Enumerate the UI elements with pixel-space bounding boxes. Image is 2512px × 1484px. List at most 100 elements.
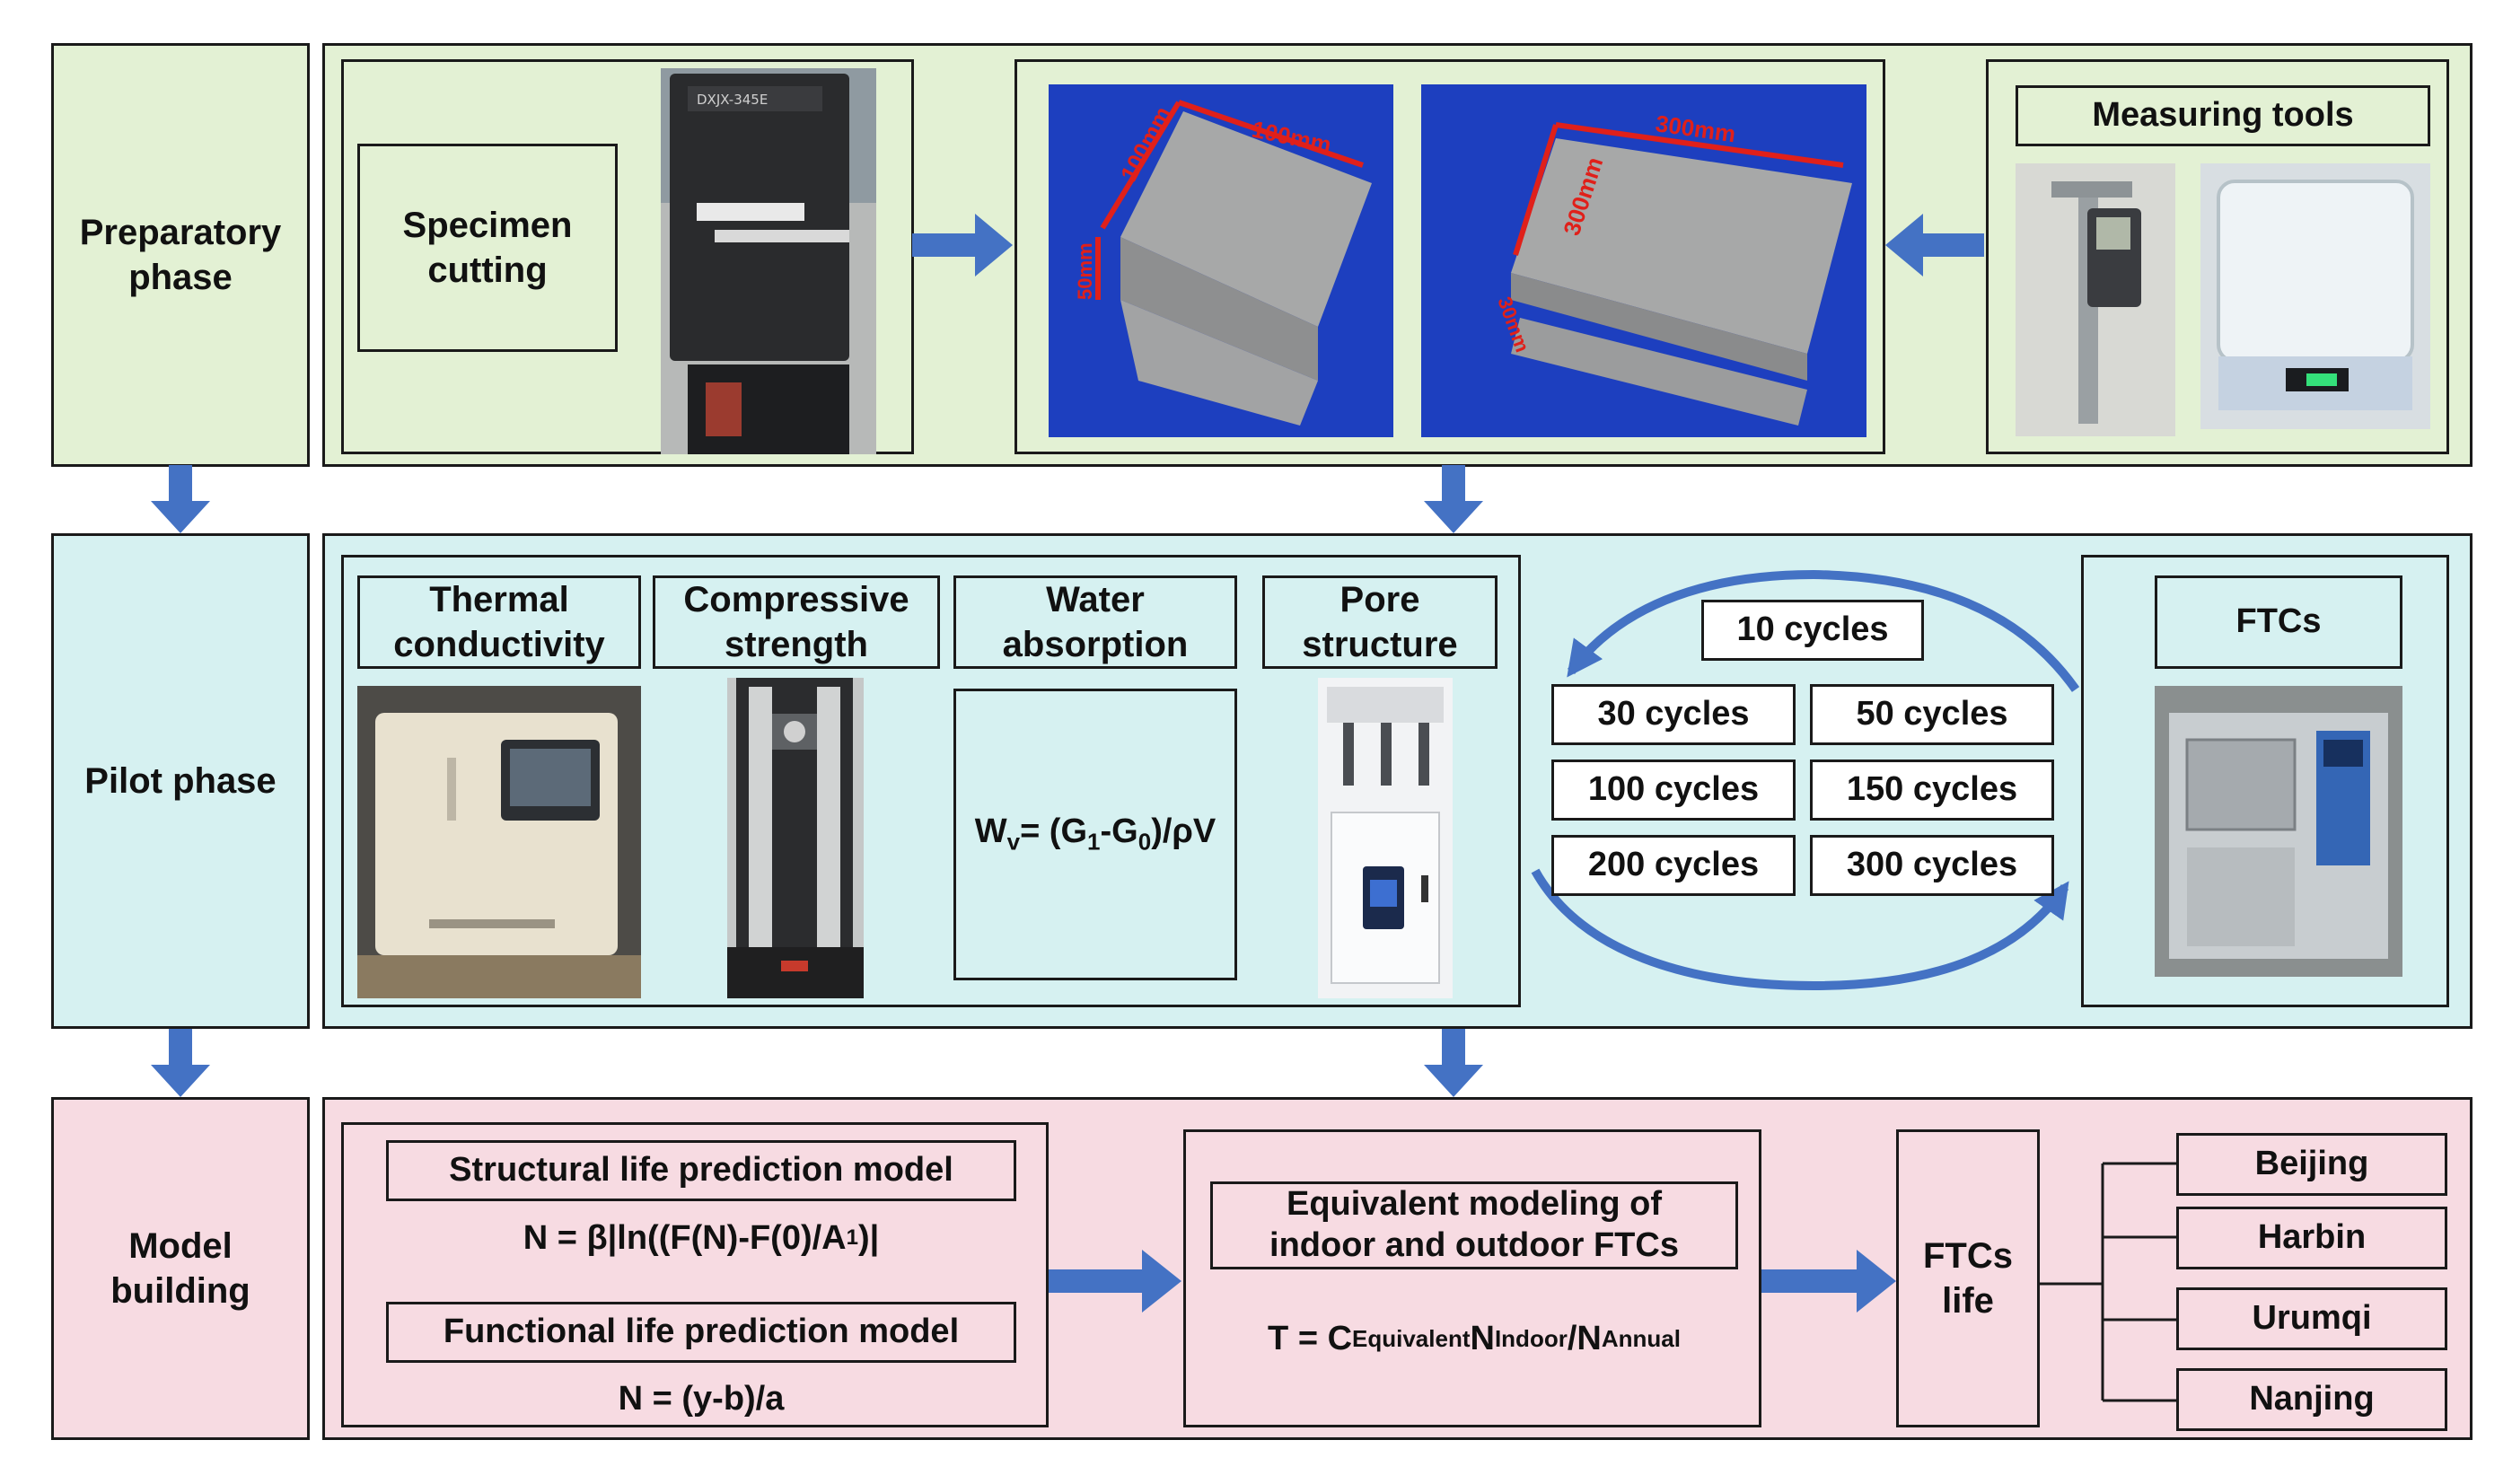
specimen-300mm-photo: 300mm 300mm 30mm xyxy=(1421,84,1866,437)
arrow-cutting-to-specimens xyxy=(912,214,1013,277)
test-label-compressive-line-2: strength xyxy=(724,625,868,664)
test-label-pore: Pore structure xyxy=(1262,575,1498,669)
formula-sub-1: 1 xyxy=(1087,828,1101,856)
caliper-photo xyxy=(2016,163,2175,436)
structural-eq-end: )| xyxy=(858,1218,880,1257)
test-label-compressive: Compressive strength xyxy=(653,575,940,669)
formula-mid-1: = (G xyxy=(1020,812,1088,851)
cycle-box-50: 50 cycles xyxy=(1810,684,2054,745)
cycle-label-200: 200 cycles xyxy=(1587,846,1760,884)
city-label-nanjing: Nanjing xyxy=(2249,1380,2375,1418)
test-label-pore-line-1: Pore xyxy=(1339,580,1420,619)
water-absorption-formula-box: Wv= (G1-G0)/ρV xyxy=(953,689,1237,980)
equivalent-eq-t: T = C xyxy=(1268,1319,1353,1357)
structural-model-title-text: Structural life prediction model xyxy=(449,1151,953,1190)
cycle-box-100: 100 cycles xyxy=(1551,760,1796,821)
structural-eq-main: N = β|ln((F(N)-F(0)/A xyxy=(523,1218,847,1257)
cycle-label-10: 10 cycles xyxy=(1736,610,1889,649)
arrow-pilot-to-model-left xyxy=(151,1029,210,1097)
cycle-label-50: 50 cycles xyxy=(1856,695,2008,733)
functional-model-equation: N = (y-b)/a xyxy=(386,1372,1016,1426)
porosimeter-photo xyxy=(1318,678,1453,998)
model-label-line-1: Model xyxy=(128,1226,233,1266)
functional-model-title-text: Functional life prediction model xyxy=(443,1313,960,1351)
ftcs-life-line-1: FTCs xyxy=(1923,1236,2013,1276)
cycle-label-300: 300 cycles xyxy=(1846,846,2018,884)
equivalent-eq-n2: /N xyxy=(1567,1319,1602,1357)
specimen-cutting-line-2: cutting xyxy=(427,250,548,290)
structural-eq-sub: 1 xyxy=(846,1225,858,1250)
cycle-box-10: 10 cycles xyxy=(1701,600,1924,661)
thermal-conductivity-photo xyxy=(357,686,641,998)
equivalent-title-line-2: indoor and outdoor FTCs xyxy=(1269,1226,1679,1264)
city-beijing: Beijing xyxy=(2176,1133,2447,1196)
arrow-pilot-to-model-center xyxy=(1424,1029,1483,1097)
arrow-tools-to-specimens xyxy=(1885,214,1984,277)
formula-w-sub: v xyxy=(1006,828,1021,856)
test-label-water-line-1: Water xyxy=(1046,580,1145,619)
cycle-arrows xyxy=(1531,569,2080,991)
structural-model-title: Structural life prediction model xyxy=(386,1140,1016,1201)
specimen-cutting-line-1: Specimen xyxy=(402,206,573,245)
specimen-100mm-photo: 100mm 100mm 50mm xyxy=(1049,84,1393,437)
functional-eq-text: N = (y-b)/a xyxy=(618,1379,785,1418)
arrow-prep-to-pilot-center xyxy=(1424,465,1483,533)
model-label-line-2: building xyxy=(110,1271,250,1311)
test-label-compressive-line-1: Compressive xyxy=(683,580,909,619)
ftcs-title-text: FTCs xyxy=(2235,602,2322,641)
saw-brand-text: DXJX-345E xyxy=(697,92,768,108)
city-tree-connector xyxy=(2040,1162,2178,1402)
phase-label-line-1: Preparatory xyxy=(79,213,282,252)
cycle-box-30: 30 cycles xyxy=(1551,684,1796,745)
formula-w: W xyxy=(974,812,1007,851)
equivalent-eq-sub-2: Indoor xyxy=(1494,1324,1568,1352)
phase-label-line-2: phase xyxy=(128,258,233,297)
test-label-thermal-line-2: conductivity xyxy=(393,625,605,664)
city-label-beijing: Beijing xyxy=(2254,1145,2369,1183)
cycle-box-300: 300 cycles xyxy=(1810,835,2054,896)
city-nanjing: Nanjing xyxy=(2176,1368,2447,1431)
formula-end: )/ρV xyxy=(1151,812,1216,851)
ftcs-title: FTCs xyxy=(2155,575,2402,669)
cycle-box-200: 200 cycles xyxy=(1551,835,1796,896)
equivalent-title-line-1: Equivalent modeling of xyxy=(1286,1185,1663,1224)
measuring-tools-text: Measuring tools xyxy=(2092,96,2354,135)
cycle-label-30: 30 cycles xyxy=(1597,695,1750,733)
city-label-urumqi: Urumqi xyxy=(2252,1299,2372,1338)
equivalent-eq-sub-3: Annual xyxy=(1601,1324,1681,1352)
ftcs-life-box: FTCs life xyxy=(1896,1129,2040,1427)
specimen-cutting-box: Specimen cutting xyxy=(357,144,618,352)
band-saw-photo: DXJX-345E xyxy=(661,68,876,454)
arrow-equivalent-to-life xyxy=(1761,1250,1896,1313)
city-harbin: Harbin xyxy=(2176,1207,2447,1269)
cycle-label-150: 150 cycles xyxy=(1846,770,2018,809)
city-urumqi: Urumqi xyxy=(2176,1287,2447,1350)
equivalent-eq-n1: N xyxy=(1470,1319,1495,1357)
model-building-label: Model building xyxy=(51,1097,310,1440)
test-label-water-line-2: absorption xyxy=(1002,625,1189,664)
ftcs-life-line-2: life xyxy=(1942,1281,1994,1321)
scale-photo xyxy=(2200,163,2430,429)
pilot-phase-text: Pilot phase xyxy=(84,761,277,801)
formula-sub-2: 0 xyxy=(1137,828,1152,856)
pilot-phase-label: Pilot phase xyxy=(51,533,310,1029)
test-label-thermal-line-1: Thermal xyxy=(429,580,569,619)
formula-mid-2: -G xyxy=(1100,812,1138,851)
test-label-thermal: Thermal conductivity xyxy=(357,575,641,669)
functional-model-title: Functional life prediction model xyxy=(386,1302,1016,1363)
compression-machine-photo xyxy=(727,678,864,998)
test-label-pore-line-2: structure xyxy=(1302,625,1458,664)
arrow-models-to-equivalent xyxy=(1049,1250,1181,1313)
cycle-label-100: 100 cycles xyxy=(1587,770,1760,809)
dim-label-50mm: 50mm xyxy=(1074,242,1096,300)
equivalent-model-group xyxy=(1183,1129,1761,1427)
water-absorption-formula: Wv= (G1-G0)/ρV xyxy=(975,812,1216,856)
equivalent-eq-sub-1: Equivalent xyxy=(1352,1324,1471,1352)
cycle-box-150: 150 cycles xyxy=(1810,760,2054,821)
arrow-prep-to-pilot-left xyxy=(151,465,210,533)
city-label-harbin: Harbin xyxy=(2257,1218,2367,1257)
ftc-chamber-photo xyxy=(2155,686,2402,977)
